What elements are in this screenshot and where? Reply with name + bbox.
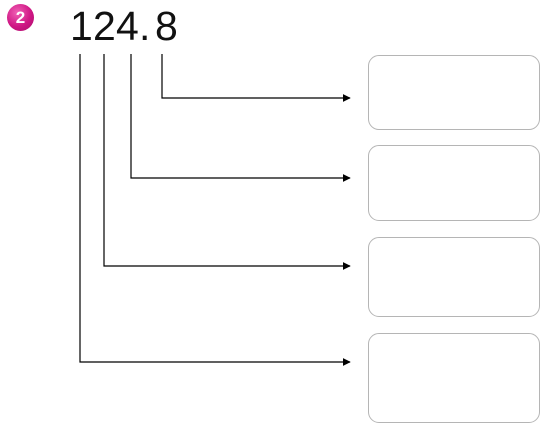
connector-tenths [161, 54, 351, 102]
answer-box-ones[interactable] [368, 145, 540, 221]
place-value-diagram: 2 1 2 4 . 8 [7, 3, 540, 423]
step-number-badge: 2 [7, 4, 34, 31]
digit-hundreds: 1 [70, 3, 93, 49]
connector-ones [130, 54, 351, 182]
digit-ones: 4 [116, 3, 139, 49]
connector-lines [79, 54, 351, 366]
decimal-point: . [139, 3, 151, 49]
connector-tens [103, 54, 351, 270]
digit-tenths: 8 [155, 3, 178, 49]
digit-tens: 2 [93, 3, 116, 49]
answer-box-hundreds[interactable] [368, 333, 540, 423]
answer-box-tenths[interactable] [368, 55, 540, 130]
answer-box-tens[interactable] [368, 237, 540, 317]
connector-hundreds [79, 54, 351, 366]
